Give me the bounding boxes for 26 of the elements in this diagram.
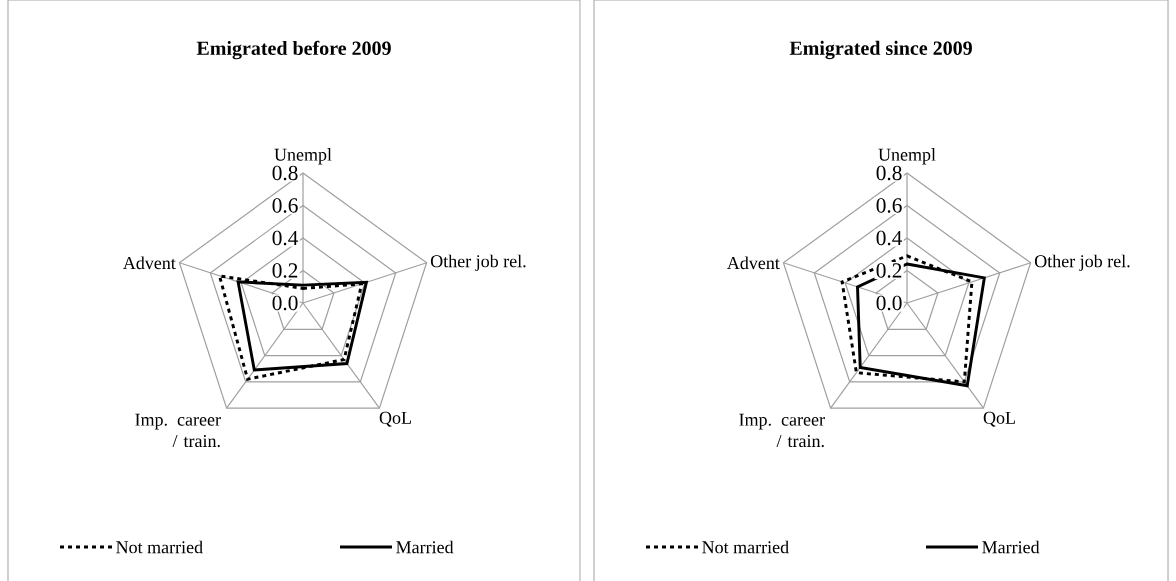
tick-label: 0.2 xyxy=(270,261,300,280)
category-label: Other job rel. xyxy=(1034,254,1130,271)
category-label: QoL xyxy=(983,411,1015,427)
category-label: Unempl xyxy=(878,148,936,165)
tick-label: 0.4 xyxy=(874,229,904,247)
category-label: Other job rel. xyxy=(430,254,526,271)
tick-label: 0.8 xyxy=(874,164,904,182)
category-label: Imp. career / train. xyxy=(739,413,825,448)
legend-label: Not married xyxy=(702,540,789,554)
legend-label: Not married xyxy=(116,540,203,554)
tick-label: 0.2 xyxy=(874,261,904,280)
tick-label: 0.8 xyxy=(270,164,300,182)
tick-label: 0.6 xyxy=(874,196,904,215)
chart-title: Emigrated since 2009 xyxy=(789,40,972,60)
category-label: QoL xyxy=(379,411,411,427)
category-label: Unempl xyxy=(274,148,332,165)
tick-label: 0.6 xyxy=(270,196,300,215)
tick-label: 0.0 xyxy=(270,294,300,312)
category-label: Advent xyxy=(727,256,780,270)
category-label: Advent xyxy=(123,256,176,270)
category-label: Imp. career / train. xyxy=(135,413,221,448)
tick-label: 0.0 xyxy=(874,294,904,312)
legend-label: Married xyxy=(396,540,454,554)
tick-label: 0.4 xyxy=(270,229,300,247)
chart-title: Emigrated before 2009 xyxy=(196,40,391,60)
legend-label: Married xyxy=(982,540,1040,554)
